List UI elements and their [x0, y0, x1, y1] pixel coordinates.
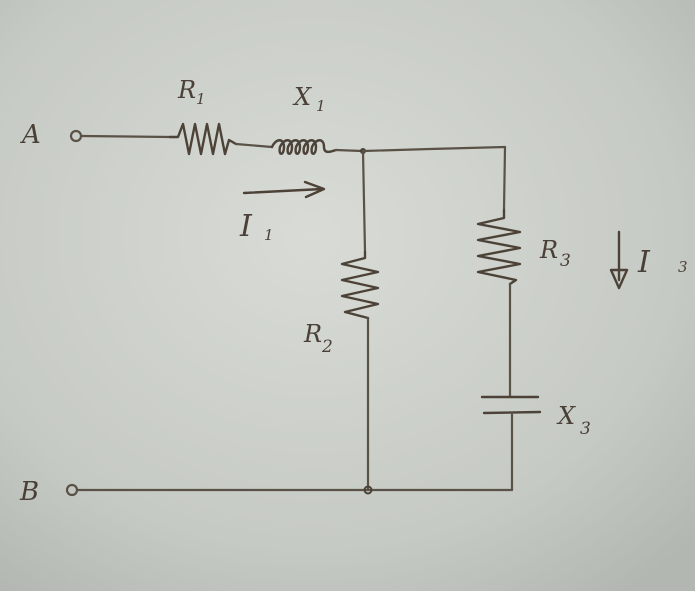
r3-subscript: 3	[560, 251, 571, 271]
terminal-a-label: A	[20, 120, 41, 150]
bottom-junction-node	[363, 485, 373, 495]
x3-subscript: 3	[580, 419, 591, 439]
x1-label: X	[292, 83, 312, 111]
wire-x1-to-junction	[334, 148, 364, 153]
i3-subscript: 3	[678, 258, 688, 276]
resistor-r3	[476, 208, 522, 286]
r3-label: R	[539, 236, 558, 264]
x1-subscript: 1	[316, 97, 326, 115]
i1-label: I	[239, 209, 253, 244]
resistor-r1	[168, 122, 238, 156]
i3-label: I	[637, 245, 651, 280]
wire-to-r3	[502, 145, 507, 212]
wire-a-to-r1	[79, 134, 172, 139]
current-i3-arrowhead	[609, 268, 629, 290]
wire-top-right	[361, 145, 507, 153]
current-i1-arrow-shaft	[242, 187, 324, 195]
r2-subscript: 2	[321, 337, 333, 357]
x3-label: X	[556, 402, 576, 430]
wire-to-r2	[361, 149, 367, 254]
inductor-x1	[270, 139, 338, 155]
wire-r1-to-x1	[234, 142, 274, 149]
r1-label: R	[177, 76, 196, 104]
terminal-b-label: B	[19, 477, 39, 507]
r1-subscript: 1	[196, 90, 206, 108]
current-i1-arrowhead	[303, 180, 326, 199]
r2-label: R	[303, 320, 322, 348]
i1-subscript: 1	[264, 226, 274, 244]
resistor-r2	[340, 250, 380, 320]
